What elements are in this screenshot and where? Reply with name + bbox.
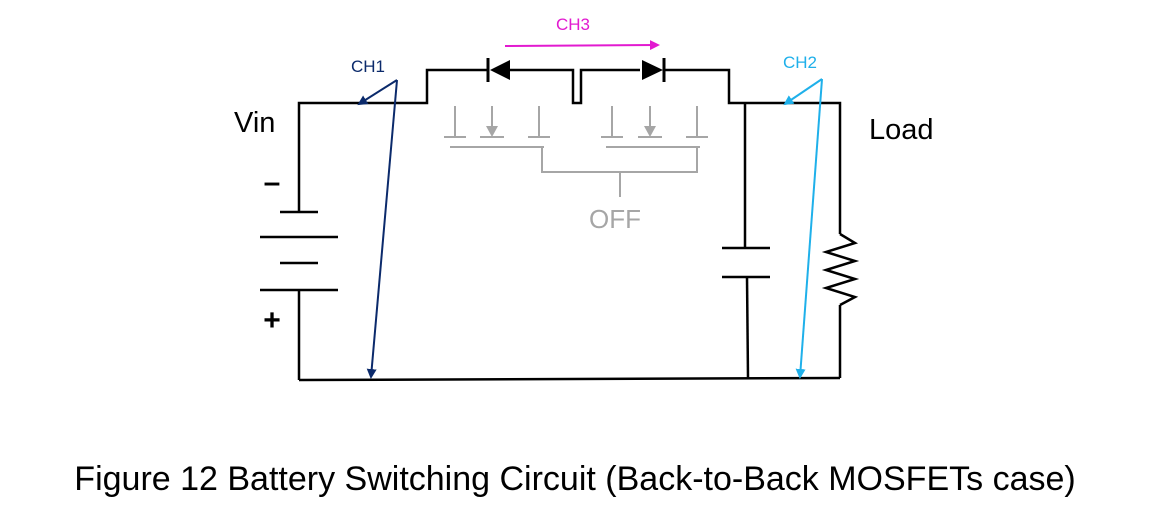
ch3-arrow [504,40,660,51]
battery-symbol [260,210,338,292]
capacitor-symbol [722,246,770,279]
diode-left [486,58,510,82]
right-top-wire [664,68,842,234]
left-top-wire [297,68,487,212]
diode-right [642,58,666,82]
vin-label: Vin [234,107,275,139]
mosfet-off-label: OFF [589,204,641,234]
diode-bridge-wire [510,68,640,105]
ch3-label: CH3 [556,15,590,34]
load-label: Load [869,114,934,146]
ch1-arrow-top [357,79,398,106]
battery-plus-label: + [263,304,281,337]
mosfet-left-body-arrow [486,126,498,137]
ch1-arrow-bottom [366,79,398,379]
bottom-wire [298,376,841,382]
ch2-label: CH2 [783,53,817,72]
ch2-arrow-bottom [795,78,823,379]
circuit-wires [297,68,842,382]
figure-caption: Figure 12 Battery Switching Circuit (Bac… [74,460,1076,498]
ch1-label: CH1 [351,57,385,76]
battery-minus-label: – [264,166,281,199]
mosfet-right-body-arrow [644,126,656,137]
capacitor-bottom-wire [745,276,750,379]
mosfet-pair-off [444,106,708,197]
ch2-arrow-top [783,78,823,106]
load-resistor [821,232,860,307]
